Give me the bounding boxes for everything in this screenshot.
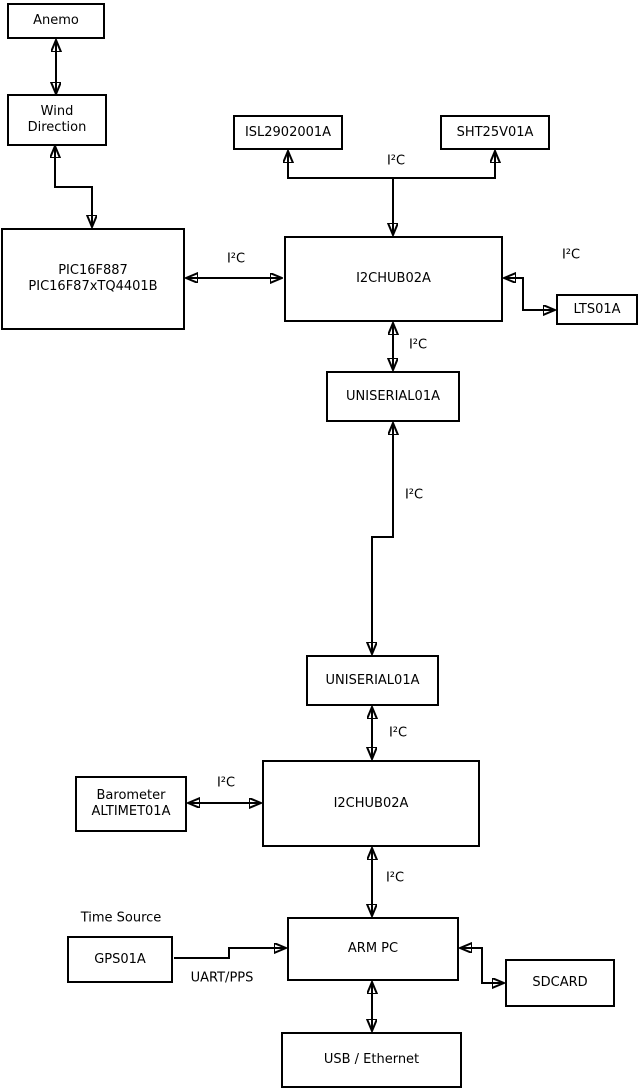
node-barometer-label: Barometer ALTIMET01A [91,788,171,819]
edge-label-i2c-hub2-arm: I²C [385,870,405,886]
node-isl: ISL2902001A [233,115,343,150]
label-time-source: Time Source [80,910,162,926]
node-anemo-label: Anemo [33,13,79,29]
edge-label-i2c-hub-uniserial: I²C [408,337,428,353]
node-uniserial-top-label: UNISERIAL01A [346,388,440,404]
node-usb-ethernet: USB / Ethernet [281,1032,462,1088]
node-gps: GPS01A [67,936,173,983]
node-sdcard-label: SDCARD [532,975,588,991]
node-pic: PIC16F887 PIC16F87xTQ4401B [1,228,185,330]
edge-label-i2c-pic-hub: I²C [226,251,246,267]
node-i2chub-bottom-label: I2CHUB02A [333,795,409,811]
node-sht-label: SHT25V01A [456,124,534,140]
node-arm-pc: ARM PC [287,917,459,981]
node-i2chub-top: I2CHUB02A [284,236,503,322]
node-usb-ethernet-label: USB / Ethernet [323,1052,420,1068]
node-barometer: Barometer ALTIMET01A [75,776,187,832]
node-gps-label: GPS01A [94,951,146,967]
node-lts: LTS01A [556,294,638,325]
node-lts-label: LTS01A [573,301,621,317]
node-i2chub-top-label: I2CHUB02A [356,271,431,287]
node-wind-direction-label: Wind Direction [27,104,87,135]
node-arm-pc-label: ARM PC [347,941,399,957]
label-uart-pps: UART/PPS [190,970,254,986]
edge-wind-direction-pic [55,146,92,227]
node-uniserial-bottom: UNISERIAL01A [306,655,439,706]
edge-label-i2c-uniserial-link: I²C [404,487,424,503]
node-i2chub-bottom: I2CHUB02A [262,760,480,847]
edge-label-i2c-barometer: I²C [216,775,236,791]
node-pic-label: PIC16F887 PIC16F87xTQ4401B [28,263,158,294]
node-uniserial-top: UNISERIAL01A [326,371,460,422]
edge-arm-pc-sdcard [460,948,504,983]
edge-label-i2c-lts: I²C [561,247,581,263]
edge-label-i2c-uniserial-hub2: I²C [388,725,408,741]
edge-gps-arm-pc [174,948,286,959]
node-uniserial-bottom-label: UNISERIAL01A [325,672,420,688]
node-anemo: Anemo [7,3,105,39]
node-wind-direction: Wind Direction [7,94,107,146]
node-sdcard: SDCARD [505,959,615,1007]
node-sht: SHT25V01A [440,115,550,150]
node-isl-label: ISL2902001A [244,124,332,140]
edge-uniserial-top-uniserial-bottom [372,423,393,654]
edge-label-i2c-sensor-branch: I²C [386,153,406,169]
edge-i2chub-top-lts [504,278,555,310]
edge-i2chub-top-isl-sht [288,151,495,179]
